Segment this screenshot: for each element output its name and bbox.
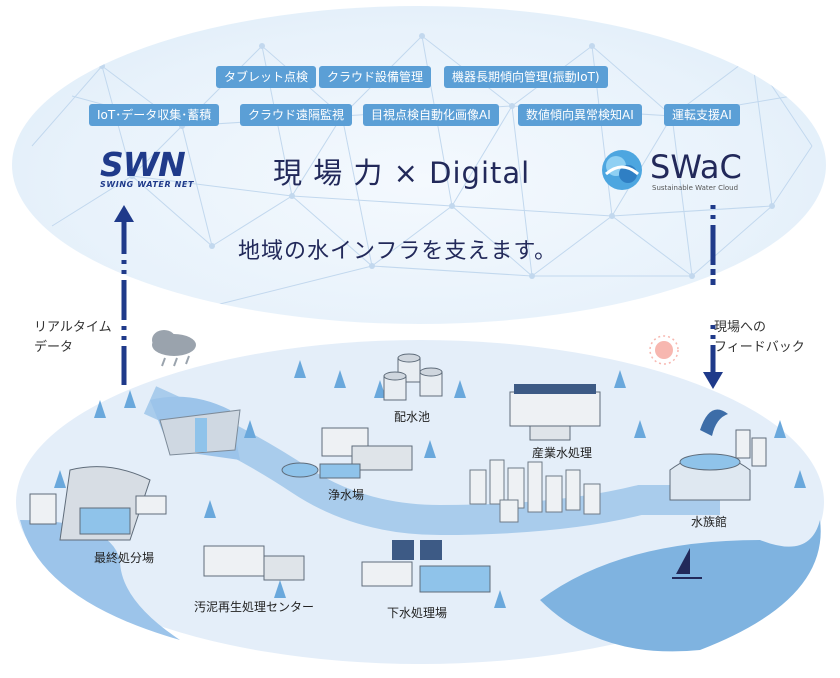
left-label-line-1: リアルタイム — [34, 320, 112, 335]
swn-logo: SWN SWING WATER NET — [100, 145, 210, 194]
sun-icon — [649, 335, 679, 365]
label-distribution-reservoir: 配水池 — [394, 410, 431, 424]
label-sludge-recycling-center: 汚泥再生処理センター — [194, 600, 315, 614]
headline: 現 場 力 × Digital — [273, 156, 531, 190]
tag-long-term-trend: 機器長期傾向管理(振動IoT) — [444, 66, 608, 88]
swac-logo-text: SWaC — [650, 148, 742, 186]
swac-tagline: Sustainable Water Cloud — [652, 184, 739, 192]
swac-logo: SWaC Sustainable Water Cloud — [598, 148, 748, 196]
tag-anomaly-detection-ai: 数値傾向異常検知AI — [518, 104, 642, 126]
tag-operation-support-ai: 運転支援AI — [664, 104, 740, 126]
label-industrial-water-treatment: 産業水処理 — [532, 446, 593, 460]
right-label-line-1: 現場への — [714, 320, 767, 335]
label-sewage-treatment-plant: 下水処理場 — [387, 606, 448, 620]
subline: 地域の水インフラを支えます。 — [238, 239, 558, 264]
swn-logo-text: SWN — [100, 145, 186, 184]
distribution-reservoir-icon — [383, 353, 443, 401]
label-final-disposal-site: 最終処分場 — [94, 551, 155, 565]
left-label: リアルタイム データ — [34, 318, 112, 358]
up-arrow — [114, 205, 134, 385]
swac-cloud-icon — [602, 150, 642, 190]
tag-iot-data-collection: IoT･データ収集･蓄積 — [89, 104, 220, 126]
sea — [540, 520, 821, 652]
tag-visual-inspection-ai: 目視点検自動化画像AI — [363, 104, 499, 126]
dolphin-icon — [700, 409, 728, 436]
right-label-line-2: フィードバック — [714, 340, 805, 355]
tag-cloud-facility-management: クラウド設備管理 — [319, 66, 432, 88]
label-aquarium: 水族館 — [691, 515, 728, 529]
swn-tagline: SWING WATER NET — [100, 180, 195, 189]
rain-cloud-icon — [152, 330, 196, 367]
tag-tablet-inspection: タブレット点検 — [216, 66, 317, 88]
tag-cloud-remote-monitoring: クラウド遠隔監視 — [240, 104, 353, 126]
right-label: 現場への フィードバック — [714, 318, 805, 358]
sailboat-icon — [672, 548, 702, 579]
left-label-line-2: データ — [34, 340, 74, 355]
city-buildings — [469, 459, 601, 523]
final-disposal-site-icon — [29, 466, 167, 541]
label-water-purification-plant: 浄水場 — [328, 488, 365, 502]
trees — [54, 360, 806, 608]
aquarium-icon — [669, 409, 767, 501]
lake-left — [20, 520, 180, 640]
water-purification-plant-icon — [281, 427, 413, 479]
sewage-treatment-plant-icon — [361, 540, 491, 593]
dam-icon — [159, 409, 241, 456]
industrial-plant-icon — [509, 384, 601, 441]
down-arrow — [703, 205, 723, 389]
sludge-recycling-center-icon — [203, 545, 305, 581]
